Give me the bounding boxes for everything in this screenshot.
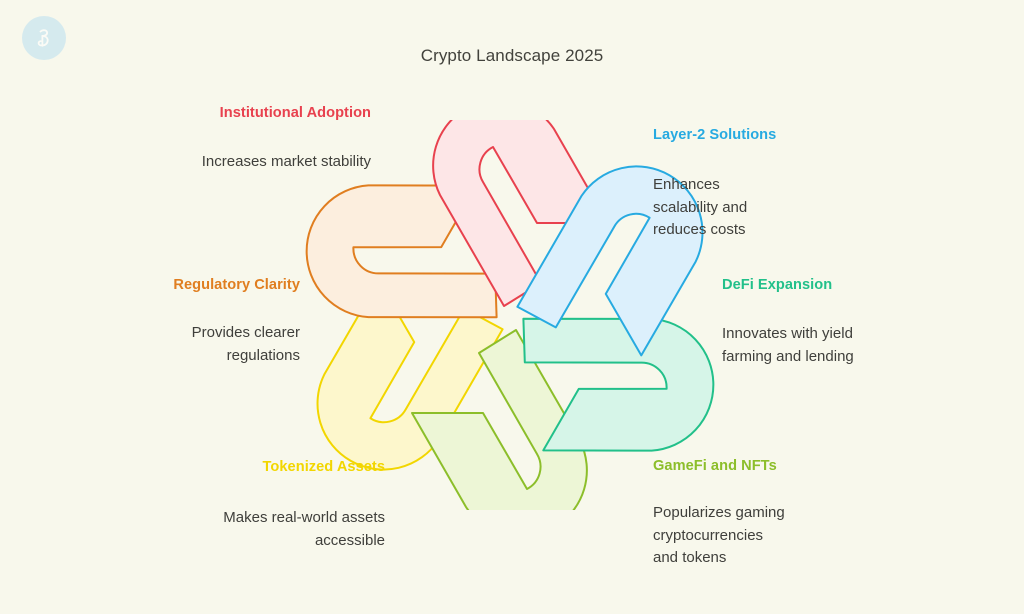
brand-logo [22, 16, 66, 60]
node-layer-2-solutions-body: Enhances scalability and reduces costs [653, 176, 748, 238]
page-title: Crypto Landscape 2025 [420, 46, 604, 65]
node-tokenized-assets[interactable]: Tokenized Assets Makes real-world assets… [95, 457, 385, 552]
node-gamefi-and-nfts-heading: GameFi and NFTs [653, 458, 777, 474]
node-institutional-adoption-body: Increases market stability [201, 153, 371, 170]
node-regulatory-clarity-body: Provides clearer regulations [191, 324, 300, 364]
node-tokenized-assets-body: Makes real-world assets accessible [223, 509, 385, 549]
brand-glyph-icon [37, 29, 49, 47]
node-defi-expansion-body: Innovates with yield farming and lending [722, 325, 854, 365]
node-defi-expansion[interactable]: DeFi Expansion Innovates with yield farm… [722, 275, 932, 368]
node-gamefi-and-nfts-body: Popularizes gaming cryptocurrencies and … [653, 504, 785, 566]
node-gamefi-and-nfts[interactable]: GameFi and NFTs Popularizes gaming crypt… [653, 456, 863, 570]
node-regulatory-clarity-heading: Regulatory Clarity [173, 277, 300, 293]
node-layer-2-solutions[interactable]: Layer-2 Solutions Enhances scalability a… [653, 125, 868, 242]
node-defi-expansion-heading: DeFi Expansion [722, 277, 833, 293]
node-institutional-adoption[interactable]: Institutional Adoption Increases market … [181, 103, 371, 174]
node-layer-2-solutions-heading: Layer-2 Solutions [653, 127, 777, 143]
node-regulatory-clarity[interactable]: Regulatory Clarity Provides clearer regu… [55, 275, 300, 367]
node-institutional-adoption-heading: Institutional Adoption [219, 105, 371, 121]
node-tokenized-assets-heading: Tokenized Assets [262, 459, 385, 475]
